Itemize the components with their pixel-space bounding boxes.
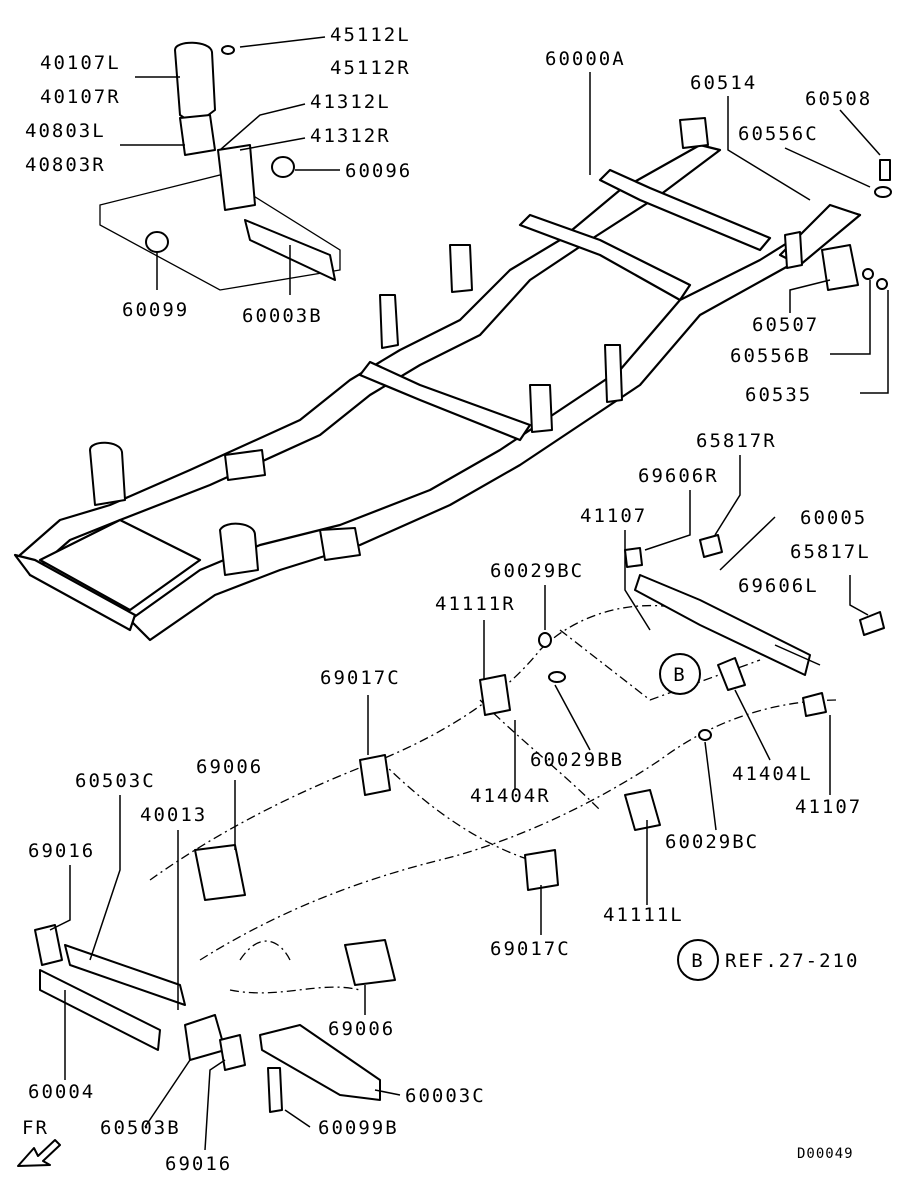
- label-60099: 60099: [122, 299, 189, 321]
- label-40803L: 40803L: [25, 120, 106, 142]
- lower-mounts: [34, 534, 885, 1113]
- label-41111L: 41111L: [603, 904, 684, 926]
- label-60508: 60508: [805, 88, 872, 110]
- label-60003C: 60003C: [405, 1085, 486, 1107]
- figure-id: D00049: [797, 1146, 854, 1162]
- label-60556C: 60556C: [738, 123, 819, 145]
- front-label: FR: [22, 1117, 49, 1139]
- label-60004: 60004: [28, 1081, 95, 1103]
- reference-badge-circle: [677, 939, 719, 981]
- reference-text: REF.27-210: [725, 950, 859, 972]
- label-60099B: 60099B: [318, 1117, 399, 1139]
- label-69016-upper: 69016: [28, 840, 95, 862]
- label-41107-upper: 41107: [580, 505, 647, 527]
- label-60029BB: 60029BB: [530, 749, 624, 771]
- leader-lines: [49, 36, 889, 1151]
- label-40013: 40013: [140, 804, 207, 826]
- crossmember-60005: [634, 574, 811, 676]
- label-41111R: 41111R: [435, 593, 516, 615]
- label-69606R: 69606R: [638, 465, 719, 487]
- label-41107-lower: 41107: [795, 796, 862, 818]
- engine-mount-detail: [99, 41, 341, 291]
- crossmember-60004: [39, 969, 161, 1051]
- label-60514: 60514: [690, 72, 757, 94]
- label-45112R: 45112R: [330, 57, 411, 79]
- label-60556B: 60556B: [730, 345, 811, 367]
- label-60503B: 60503B: [100, 1117, 181, 1139]
- rear-bracket-detail: [821, 159, 892, 291]
- callout-b-circle: [659, 653, 701, 695]
- label-45112L: 45112L: [330, 24, 411, 46]
- label-41312L: 41312L: [310, 91, 391, 113]
- label-41404L: 41404L: [732, 763, 813, 785]
- label-65817L: 65817L: [790, 541, 871, 563]
- label-60535: 60535: [745, 384, 812, 406]
- label-40803R: 40803R: [25, 154, 106, 176]
- lower-frame-outline: [149, 604, 841, 994]
- reference-badge: B: [691, 950, 704, 972]
- label-60000A: 60000A: [545, 48, 626, 70]
- label-69016-lower: 69016: [165, 1153, 232, 1175]
- label-60096: 60096: [345, 160, 412, 182]
- label-41312R: 41312R: [310, 125, 391, 147]
- label-69017C-lower: 69017C: [490, 938, 571, 960]
- front-arrow-icon: [17, 1139, 61, 1167]
- engine-mount-bracket: [174, 41, 216, 126]
- label-60503C: 60503C: [75, 770, 156, 792]
- label-60005: 60005: [800, 507, 867, 529]
- label-60029BC-lower: 60029BC: [665, 831, 759, 853]
- callout-b-label: B: [673, 664, 686, 686]
- label-41404R: 41404R: [470, 785, 551, 807]
- crossmember-60003c: [259, 1024, 381, 1101]
- label-60003B: 60003B: [242, 305, 323, 327]
- front-arrow: FR: [17, 1117, 61, 1167]
- main-frame-assembly: [13, 117, 862, 642]
- label-69006-lower: 69006: [328, 1018, 395, 1040]
- label-40107R: 40107R: [40, 86, 121, 108]
- label-65817R: 65817R: [696, 430, 777, 452]
- label-40107L: 40107L: [40, 52, 121, 74]
- label-69006-upper: 69006: [196, 756, 263, 778]
- part-labels: 45112L 45112R 40107L 40107R 41312L 41312…: [25, 24, 872, 1175]
- label-60029BC-upper: 60029BC: [490, 560, 584, 582]
- label-60507: 60507: [752, 314, 819, 336]
- label-69606L: 69606L: [738, 575, 819, 597]
- label-69017C-upper: 69017C: [320, 667, 401, 689]
